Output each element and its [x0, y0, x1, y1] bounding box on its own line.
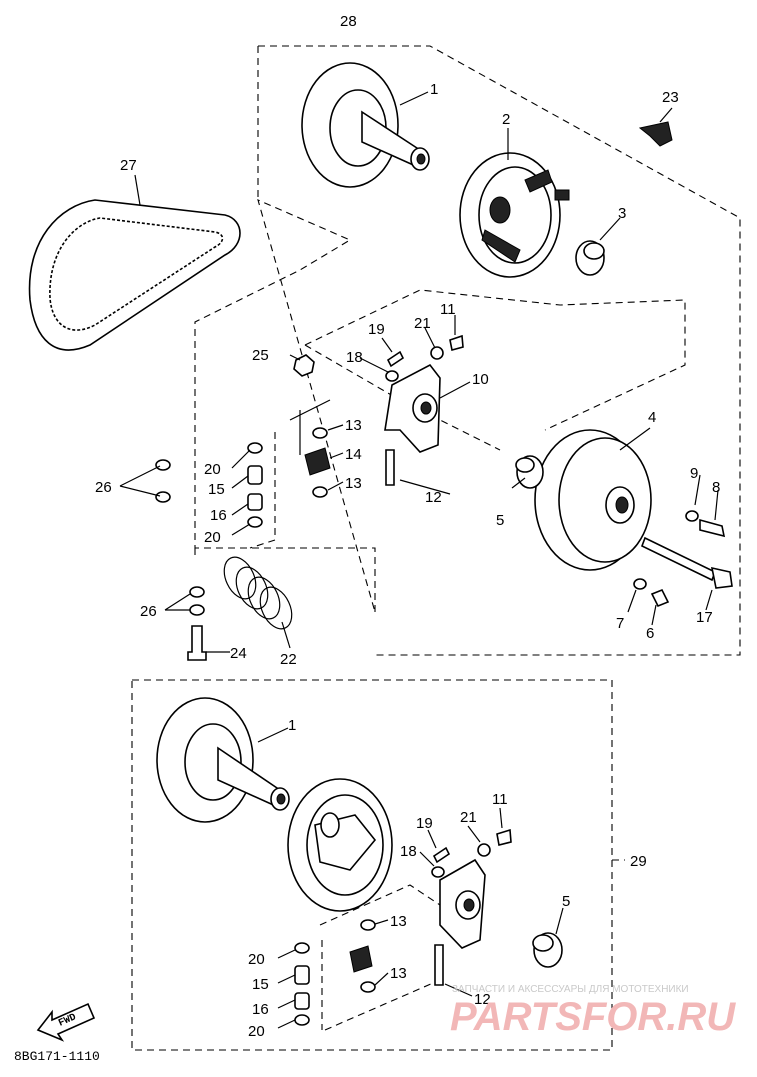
part-cam-bottom: [287, 778, 393, 912]
callout-23: 23: [662, 89, 679, 106]
part-12-pin-bottom: [434, 944, 444, 986]
part-8-screw: [699, 518, 726, 538]
weight-parts-bottom: [294, 919, 376, 1030]
callout-13b-bottom: 13: [390, 965, 407, 982]
watermark-brand: PARTSFOR.RU: [450, 995, 736, 1039]
part-12-pin: [385, 449, 395, 486]
callout-1: 1: [430, 81, 438, 98]
leader-lines-top: [119, 91, 719, 653]
part-4-fixed-sheave: [534, 429, 652, 571]
callout-20a: 20: [204, 461, 221, 478]
callout-16: 16: [210, 507, 227, 524]
callout-5: 5: [496, 512, 504, 529]
weight-parts-top: [155, 399, 331, 549]
callout-21-bottom: 21: [460, 809, 477, 826]
label-28: 28: [340, 13, 357, 30]
part-7-washer: [633, 578, 647, 590]
callout-13a-bottom: 13: [390, 913, 407, 930]
part-25-nut: [293, 354, 315, 377]
part-5-collar-bottom: [532, 932, 563, 968]
callout-12-bottom: 12: [474, 991, 491, 1008]
callout-17: 17: [696, 609, 713, 626]
callout-18: 18: [346, 349, 363, 366]
callout-9: 9: [690, 465, 698, 482]
part-6-screw: [650, 588, 670, 608]
part-23-clip: [638, 121, 673, 147]
callout-21: 21: [414, 315, 431, 332]
part-17-bolt: [640, 536, 733, 589]
callout-11: 11: [440, 301, 456, 318]
callout-26a: 26: [95, 479, 112, 496]
watermark-caption: ЗАПЧАСТИ И АКСЕССУАРЫ ДЛЯ МОТОТЕХНИКИ: [452, 984, 689, 995]
callout-20a-bottom: 20: [248, 951, 265, 968]
part-1-sheave-bottom: [156, 697, 290, 823]
part-5-collar: [515, 455, 544, 489]
part-22-spring: [223, 556, 293, 630]
part-10-spider: [384, 334, 464, 453]
part-9-washer: [685, 510, 699, 522]
assembly-28: 28 1 2 3 23 27 4 5 9 8 7 6 17 12 10 21 1…: [28, 13, 741, 668]
part-3-collar: [575, 240, 605, 276]
callout-20b: 20: [204, 529, 221, 546]
callout-19-bottom: 19: [416, 815, 433, 832]
assembly-29: 1 5 11 21 19 18 13 13 20 15 16 20 12 29: [131, 679, 647, 1051]
callout-1-bottom: 1: [288, 717, 296, 734]
callout-24: 24: [230, 645, 247, 662]
callout-26b: 26: [140, 603, 157, 620]
part-1-sheave: [301, 62, 430, 188]
group-29-boundary: [131, 679, 613, 1051]
callout-22: 22: [280, 651, 297, 668]
callout-6: 6: [646, 625, 654, 642]
callout-12: 12: [425, 489, 442, 506]
part-spider-bottom: [431, 828, 512, 949]
callout-15: 15: [208, 481, 225, 498]
group-28-boundary: [194, 45, 741, 656]
callout-11-bottom: 11: [492, 791, 508, 808]
callout-3: 3: [618, 205, 626, 222]
callout-13a: 13: [345, 417, 362, 434]
callout-8: 8: [712, 479, 720, 496]
part-26-washer: [189, 586, 205, 598]
callout-15-bottom: 15: [252, 976, 269, 993]
callout-10: 10: [472, 371, 489, 388]
callout-2: 2: [502, 111, 510, 128]
callout-14: 14: [345, 446, 362, 463]
callout-20b-bottom: 20: [248, 1023, 265, 1040]
fwd-arrow-icon: FWD: [36, 1002, 96, 1042]
callout-7: 7: [616, 615, 624, 632]
callout-19: 19: [368, 321, 385, 338]
callout-27: 27: [120, 157, 137, 174]
leader-lines-bottom: [257, 727, 564, 1029]
callout-18-bottom: 18: [400, 843, 417, 860]
part-26-washer: [189, 604, 205, 616]
drawing-code: 8BG171-1110: [14, 1049, 100, 1064]
part-24-bolt: [187, 625, 207, 661]
label-29: 29: [630, 853, 647, 870]
part-27-v-belt: [28, 199, 241, 351]
part-2-cam: [459, 152, 570, 278]
callout-13b: 13: [345, 475, 362, 492]
callout-4: 4: [648, 409, 656, 426]
callout-5-bottom: 5: [562, 893, 570, 910]
callout-16-bottom: 16: [252, 1001, 269, 1018]
callout-25: 25: [252, 347, 269, 364]
